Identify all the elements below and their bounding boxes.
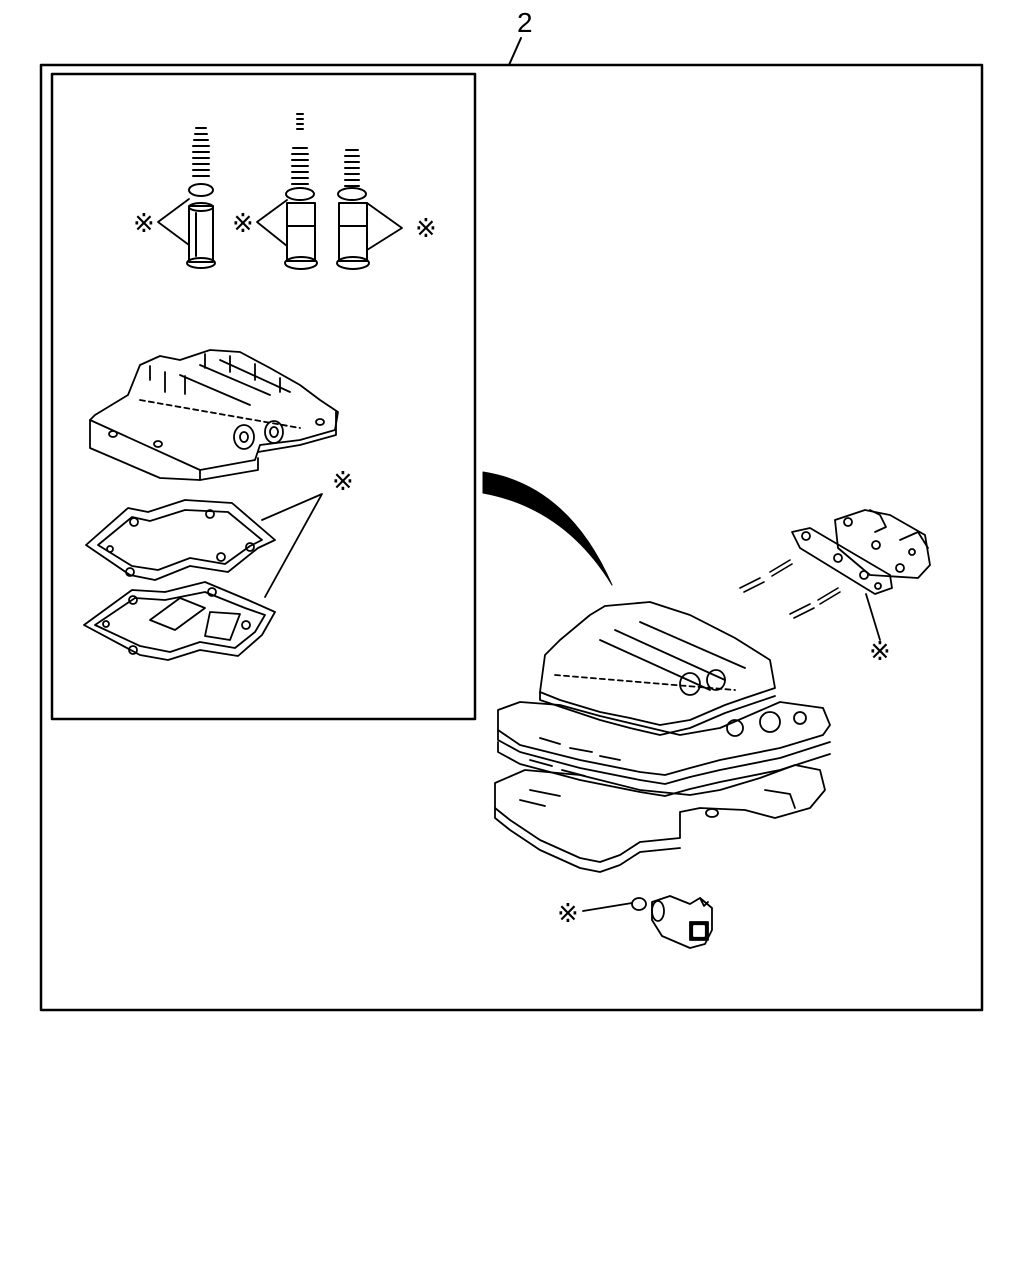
- kit-leader-sleeve-1: [157, 198, 190, 246]
- upper-valve-body: [89, 349, 339, 481]
- valve-sleeve-2: [284, 113, 318, 270]
- valve-body-assembly: [494, 601, 831, 873]
- callout-number: 2: [517, 7, 533, 38]
- kit-mark-oring: ※: [557, 899, 579, 929]
- valve-sleeve-3: [336, 149, 370, 270]
- o-ring: [631, 897, 647, 911]
- shift-solenoid: [651, 895, 713, 949]
- subassembly-inset-frame: [50, 72, 477, 721]
- callout-leader: [508, 37, 522, 66]
- kit-mark-sleeve-2: ※: [232, 209, 254, 239]
- kit-mark-sleeve-3: ※: [415, 214, 437, 244]
- valve-sleeve-1: [186, 127, 216, 269]
- kit-leader-sleeve-2: [256, 199, 288, 247]
- kit-leader-sleeve-3: [366, 202, 403, 251]
- assembly-frame: [39, 63, 984, 1012]
- kit-leader-gaskets: [261, 493, 323, 598]
- kit-leader-oring: [582, 902, 633, 912]
- check-ball-springs: [739, 559, 841, 619]
- gasket-lower: [83, 581, 276, 661]
- gasket-upper: [85, 499, 276, 581]
- kit-mark-sleeve-1: ※: [133, 209, 155, 239]
- kit-mark-solenoid-gasket: ※: [869, 637, 891, 667]
- kit-mark-gaskets: ※: [332, 467, 354, 497]
- kit-leader-solenoid-gasket: [865, 593, 881, 641]
- solenoid-cover: [834, 509, 931, 579]
- detail-arc: [482, 471, 613, 586]
- solenoid-gasket: [791, 527, 893, 595]
